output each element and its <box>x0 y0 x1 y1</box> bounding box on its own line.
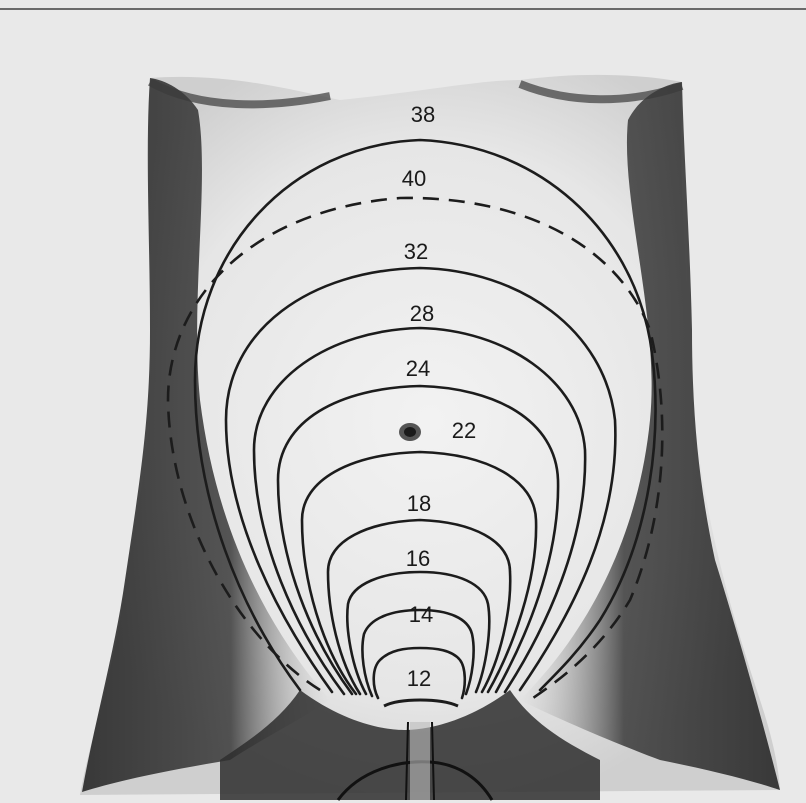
label-week-40: 40 <box>402 166 426 191</box>
label-week-14: 14 <box>409 602 433 627</box>
umbilicus <box>399 423 421 441</box>
pubic-gap <box>410 722 430 800</box>
label-week-18: 18 <box>407 491 431 516</box>
label-week-28: 28 <box>410 301 434 326</box>
label-week-16: 16 <box>406 546 430 571</box>
label-week-24: 24 <box>406 356 430 381</box>
torso-illustration <box>80 75 780 800</box>
label-week-22: 22 <box>452 418 476 443</box>
label-week-12: 12 <box>407 666 431 691</box>
label-week-38: 38 <box>411 102 435 127</box>
label-week-32: 32 <box>404 239 428 264</box>
